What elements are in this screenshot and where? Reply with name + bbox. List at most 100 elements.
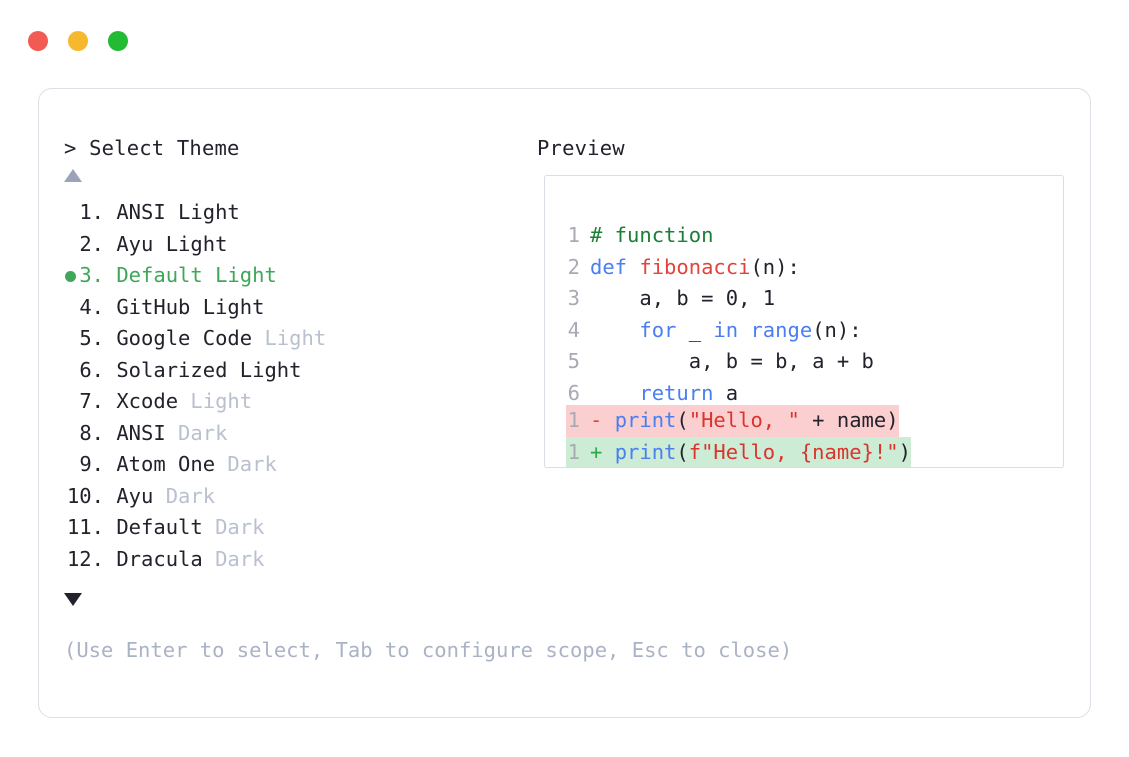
diff-line-added-wrap: 1 + print(f"Hello, {name}!") [566,436,911,468]
diff-sample: 1 - print("Hello, " + name)1 + print(f"H… [566,405,911,468]
code-line: 4 for _ in range(n): [566,315,874,347]
code-token: (n): [812,317,862,342]
diff-line-number: 1 [567,408,580,432]
line-number: 3 [567,286,580,310]
theme-list-item[interactable]: 8. ANSI Dark [39,418,519,450]
theme-item-name: Ayu Light [104,231,228,256]
prompt-header: > Select Theme [64,136,240,160]
code-token [738,318,750,342]
theme-list-item[interactable]: 7. Xcode Light [39,386,519,418]
scroll-up-arrow-icon[interactable] [64,169,82,182]
code-token: ( [676,408,689,432]
theme-item-variant: Light [252,326,327,350]
code-token: ) [898,439,911,464]
theme-list-item[interactable]: 10. Ayu Dark [39,481,519,513]
theme-item-name: GitHub Light [104,294,265,319]
code-token: + name) [799,408,899,432]
theme-item-number: 11. [66,515,104,539]
theme-list-item[interactable]: 9. Atom One Dark [39,449,519,481]
theme-item-name: Xcode [104,389,179,413]
theme-list-item[interactable]: 5. Google Code Light [39,323,519,355]
diff-sign: + [590,439,603,464]
theme-item-name: Solarized Light [104,357,302,382]
theme-item-number: 6. [79,357,104,382]
gutter-gap [580,283,590,315]
theme-item-name: Default Light [104,263,277,287]
theme-item-name: Ayu [104,483,154,508]
code-line: 5 a, b = b, a + b [566,346,874,378]
code-token [590,381,639,405]
code-token: "Hello, " [688,408,800,432]
code-token: def [590,254,640,279]
selected-bullet-icon [65,271,76,282]
code-token: a [713,380,739,405]
gutter-gap [580,437,590,468]
code-line: 3 a, b = 0, 1 [566,283,874,315]
theme-list-item[interactable]: 11. Default Dark [39,512,519,544]
window-titlebar [0,0,1129,68]
theme-item-name: Atom One [104,452,216,476]
maximize-icon[interactable] [108,31,128,51]
theme-list-item[interactable]: 4. GitHub Light [39,292,519,324]
theme-list-item[interactable]: 12. Dracula Dark [39,544,519,576]
code-token: a, b = b, a + b [590,349,874,373]
diff-line-number: 1 [567,439,580,464]
theme-item-number: 2. [79,231,104,256]
gutter-gap [580,252,590,284]
theme-item-number: 10. [66,483,104,508]
line-number: 1 [567,223,580,247]
code-token: _ [676,317,714,342]
theme-item-number: 7. [79,389,104,413]
theme-item-number: 12. [66,546,104,571]
theme-list-item[interactable]: 1. ANSI Light [39,197,519,229]
diff-line-removed-wrap: 1 - print("Hello, " + name) [566,405,911,437]
preview-header: Preview [537,136,625,160]
theme-item-number: 1. [79,200,104,224]
theme-item-variant: Dark [165,420,228,445]
line-number: 4 [567,317,580,342]
theme-item-variant: Light [178,389,253,413]
line-number: 2 [567,254,580,279]
code-token: (n): [750,254,800,279]
gutter-gap [580,346,590,378]
diff-line-added: 1 + print(f"Hello, {name}!") [566,436,911,468]
close-icon[interactable] [28,31,48,51]
minimize-icon[interactable] [68,31,88,51]
code-token: for [639,317,677,342]
code-token: range [750,317,813,342]
gutter-gap [580,405,590,437]
theme-item-variant: Dark [202,546,265,571]
code-token [590,318,639,342]
code-line: 6 return a [566,378,874,410]
theme-item-variant: Dark [215,452,277,476]
code-token: # function [590,223,714,247]
theme-item-number: 4. [79,294,104,319]
theme-list-item[interactable]: 6. Solarized Light [39,355,519,387]
scroll-down-arrow-icon[interactable] [64,593,82,606]
diff-sign-gap [602,440,614,464]
diff-sign-gap [602,408,614,432]
code-token: ( [676,439,689,464]
gutter-gap [580,220,590,252]
theme-item-number: 5. [79,326,104,350]
theme-item-variant: Dark [202,515,265,539]
theme-list-item[interactable]: 2. Ayu Light [39,229,519,261]
theme-item-number: 9. [79,452,104,476]
theme-item-name: Default [104,515,203,539]
theme-item-name: Dracula [104,546,203,571]
theme-item-name: Google Code [104,326,253,350]
traffic-lights [28,31,128,51]
theme-item-name: ANSI Light [104,200,240,224]
theme-item-number: 8. [79,420,104,445]
code-line: 1 # function [566,220,874,252]
theme-list-item[interactable]: 3. Default Light [39,260,519,292]
theme-item-variant: Dark [153,483,216,508]
line-number: 5 [567,349,580,373]
code-line: 2 def fibonacci(n): [566,252,874,284]
code-token: f"Hello, {name}!" [688,439,899,464]
code-token: print [614,439,677,464]
diff-line-removed: 1 - print("Hello, " + name) [566,405,899,437]
